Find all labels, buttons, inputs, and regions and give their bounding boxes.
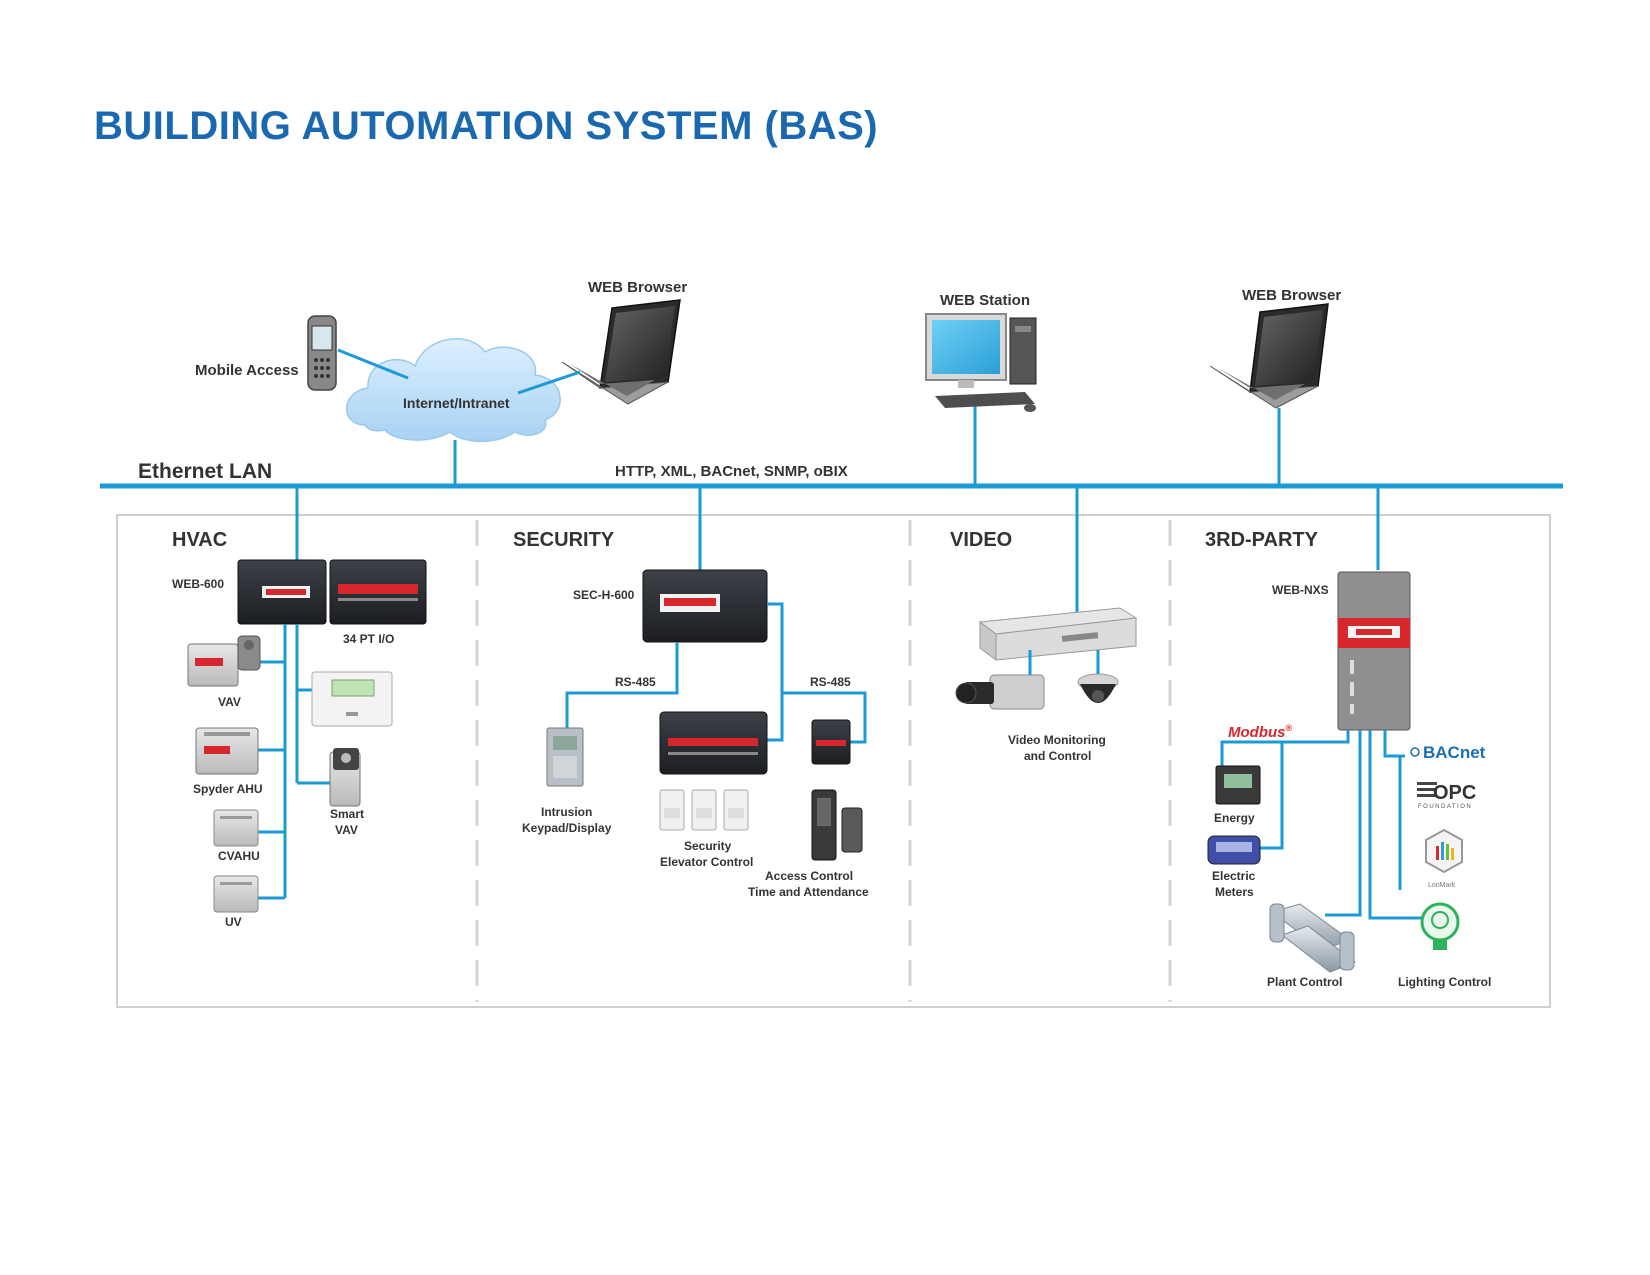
plant-control-label: Plant Control (1267, 975, 1342, 989)
section-3rd-party-title: 3RD-PARTY (1205, 529, 1319, 551)
laptop-left-icon (561, 299, 681, 405)
cvahu-controller-icon (213, 809, 259, 847)
box-camera-icon (955, 674, 1045, 710)
uv-label: UV (225, 915, 242, 929)
bacnet-label: BACnet (1423, 743, 1486, 762)
wire-rs485-right-branch (782, 691, 867, 744)
vav-controller-icon (187, 635, 261, 687)
wire-modbus-bus (1220, 730, 1350, 768)
laptop-right-icon (1209, 303, 1329, 409)
spyder-ahu-icon (195, 727, 259, 775)
wire-mobile-cloud (337, 348, 409, 380)
wire-bacnet (1383, 730, 1405, 758)
lighting-bulb-icon (1420, 902, 1460, 950)
wire-rs485-left (565, 642, 679, 730)
rs485-right-label: RS-485 (810, 675, 851, 689)
lighting-control-label: Lighting Control (1398, 975, 1491, 989)
keypad-label-2: Keypad/Display (522, 821, 612, 835)
intrusion-keypad-icon (546, 727, 584, 787)
opc-label: OPC (1433, 782, 1476, 804)
elevator-label-1: Security (684, 839, 732, 853)
sec-h-600-controller-icon (642, 569, 768, 643)
io-module-label: 34 PT I/O (343, 632, 394, 646)
lonmark-logo: LonMark (1425, 828, 1463, 889)
smart-vav-label-2: VAV (335, 823, 358, 837)
dome-camera-icon (1077, 673, 1119, 703)
elevator-label-2: Elevator Control (660, 855, 753, 869)
rs485-left-label: RS-485 (615, 675, 656, 689)
opc-foundation-logo: OPC FOUNDATION (1417, 782, 1476, 810)
lonmark-label: LonMark (1428, 882, 1456, 889)
keypad-label-1: Intrusion (541, 805, 592, 819)
wire-plant-control (1325, 730, 1362, 917)
modbus-registered: ® (1286, 723, 1293, 733)
opc-foundation-label: FOUNDATION (1418, 804, 1472, 810)
access-label-2: Time and Attendance (748, 885, 869, 899)
wire-cloud-laptop (517, 370, 581, 395)
energy-meter-icon (1215, 765, 1261, 805)
section-video-title: VIDEO (950, 529, 1012, 551)
io-board-icon (811, 719, 851, 765)
sections-frame (116, 514, 1551, 1008)
page-title: BUILDING AUTOMATION SYSTEM (BAS) (94, 104, 879, 148)
electric-meters-label-1: Electric (1212, 869, 1256, 883)
uv-controller-icon (213, 875, 259, 913)
mobile-phone-icon (307, 315, 337, 391)
cvahu-label: CVAHU (218, 849, 260, 863)
mobile-access-label: Mobile Access (195, 362, 299, 379)
web-nxs-controller-icon (1337, 571, 1411, 731)
wire-lighting-control (1368, 730, 1432, 920)
access-controller-icon (659, 711, 768, 775)
dvr-recorder-icon (978, 607, 1138, 661)
34-pt-io-module-icon (329, 559, 427, 625)
protocols-label: HTTP, XML, BACnet, SNMP, oBIX (615, 463, 848, 480)
modbus-label: Modbus (1228, 724, 1286, 741)
bacnet-logo: BACnet (1410, 743, 1486, 762)
energy-label: Energy (1214, 811, 1255, 825)
section-hvac-title: HVAC (172, 529, 227, 551)
cloud-icon (345, 338, 561, 443)
wire-electric-meters (1258, 742, 1284, 850)
web-station-label: WEB Station (940, 292, 1030, 309)
hvac-controller-label: WEB-600 (172, 577, 224, 591)
vav-label: VAV (218, 695, 241, 709)
modbus-logo: Modbus® (1228, 723, 1293, 741)
spyder-ahu-label: Spyder AHU (193, 782, 263, 796)
plant-chiller-icon (1269, 903, 1357, 973)
desktop-computer-icon (925, 313, 1037, 412)
wire-rs485-right (767, 602, 784, 742)
video-label-1: Video Monitoring (1008, 733, 1106, 747)
thermostat-icon (311, 671, 393, 727)
security-controller-label: SEC-H-600 (573, 588, 635, 602)
access-label-1: Access Control (765, 869, 853, 883)
video-label-2: and Control (1024, 749, 1091, 763)
electric-meters-label-2: Meters (1215, 885, 1254, 899)
web-600-controller-icon (237, 559, 327, 625)
section-security-title: SECURITY (513, 529, 615, 551)
smart-vav-label-1: Smart (330, 807, 364, 821)
card-reader-icon (811, 789, 863, 861)
smart-vav-icon (329, 748, 361, 807)
web-browser-right-label: WEB Browser (1242, 287, 1341, 304)
web-nxs-label: WEB-NXS (1272, 583, 1329, 597)
ethernet-lan-label: Ethernet LAN (138, 460, 272, 483)
web-browser-left-label: WEB Browser (588, 279, 687, 296)
cloud-label: Internet/Intranet (403, 395, 510, 411)
electric-meter-icon (1207, 835, 1261, 865)
elevator-modules-icon (659, 789, 749, 831)
